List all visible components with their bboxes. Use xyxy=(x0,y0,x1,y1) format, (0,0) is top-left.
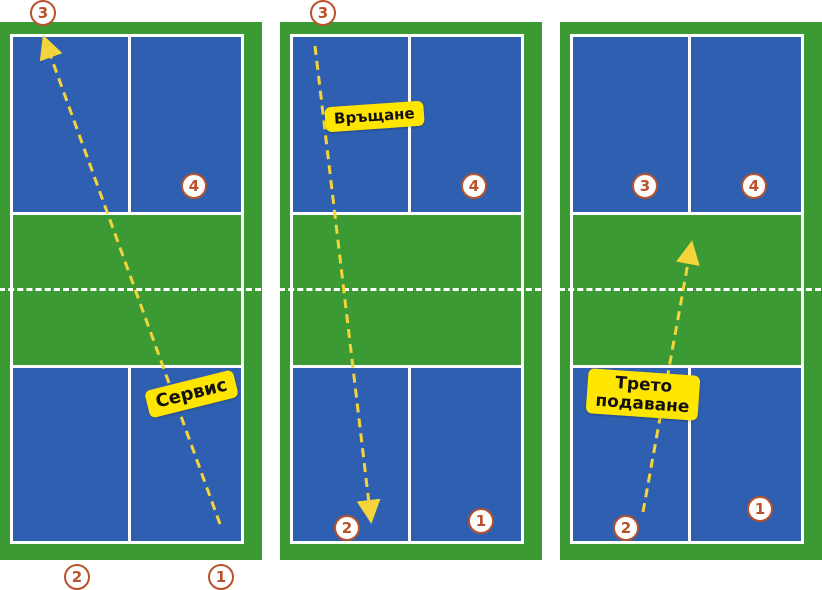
center-line-bottom xyxy=(408,368,411,544)
court-lines xyxy=(0,34,261,544)
third-shot-label: Трето подаване xyxy=(585,368,701,422)
player-3-marker: 3 xyxy=(632,173,658,199)
service-line-top xyxy=(293,212,521,215)
player-3-marker: 3 xyxy=(30,0,56,26)
player-2-marker: 2 xyxy=(334,515,360,541)
service-line-top xyxy=(13,212,241,215)
player-1-marker: 1 xyxy=(208,564,234,590)
service-line-bottom xyxy=(13,365,241,368)
service-line-top xyxy=(573,212,801,215)
court-lines xyxy=(559,34,821,544)
center-line-bottom xyxy=(128,368,131,544)
service-line-bottom xyxy=(293,365,521,368)
net-line xyxy=(0,288,261,291)
court-panel-third-shot xyxy=(559,22,822,560)
player-4-marker: 4 xyxy=(741,173,767,199)
court-panel-serve xyxy=(0,22,262,560)
net-line xyxy=(279,288,541,291)
player-4-marker: 4 xyxy=(461,173,487,199)
player-3-marker: 3 xyxy=(310,0,336,26)
net-line xyxy=(559,288,821,291)
player-4-marker: 4 xyxy=(181,173,207,199)
center-line-top xyxy=(128,37,131,212)
player-1-marker: 1 xyxy=(747,496,773,522)
player-2-marker: 2 xyxy=(64,564,90,590)
center-line-top xyxy=(688,37,691,212)
player-2-marker: 2 xyxy=(613,515,639,541)
service-line-bottom xyxy=(573,365,801,368)
player-1-marker: 1 xyxy=(468,508,494,534)
